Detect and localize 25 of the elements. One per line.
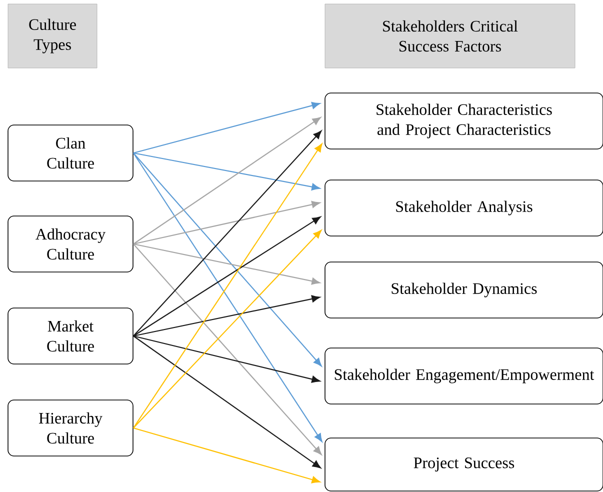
arrow [133,117,321,244]
factor-box: Stakeholder Engagement/Empowerment [324,348,603,404]
arrow [133,130,322,336]
arrow [133,427,320,484]
factor-box: Stakeholder Dynamics [324,262,603,318]
arrow [133,336,321,468]
arrow [133,200,320,245]
culture-box: Hierarchy Culture [8,400,134,456]
arrow [133,244,322,455]
arrow [133,335,320,383]
arrow [133,216,321,336]
factor-box: Project Success [324,438,603,492]
arrow [133,295,320,337]
arrow [133,230,322,428]
arrow [133,102,320,154]
column-header: Stakeholders Critical Success Factors [324,4,576,68]
culture-box: Adhocracy Culture [8,216,134,272]
arrow [133,152,322,366]
arrow [133,152,320,190]
factor-box: Stakeholder Analysis [324,180,603,236]
factor-box: Stakeholder Characteristics and Project Characteristics [324,92,603,150]
arrow [133,243,320,285]
column-header: Culture Types [8,4,98,68]
culture-box: Clan Culture [8,124,134,182]
culture-box: Market Culture [8,308,134,364]
